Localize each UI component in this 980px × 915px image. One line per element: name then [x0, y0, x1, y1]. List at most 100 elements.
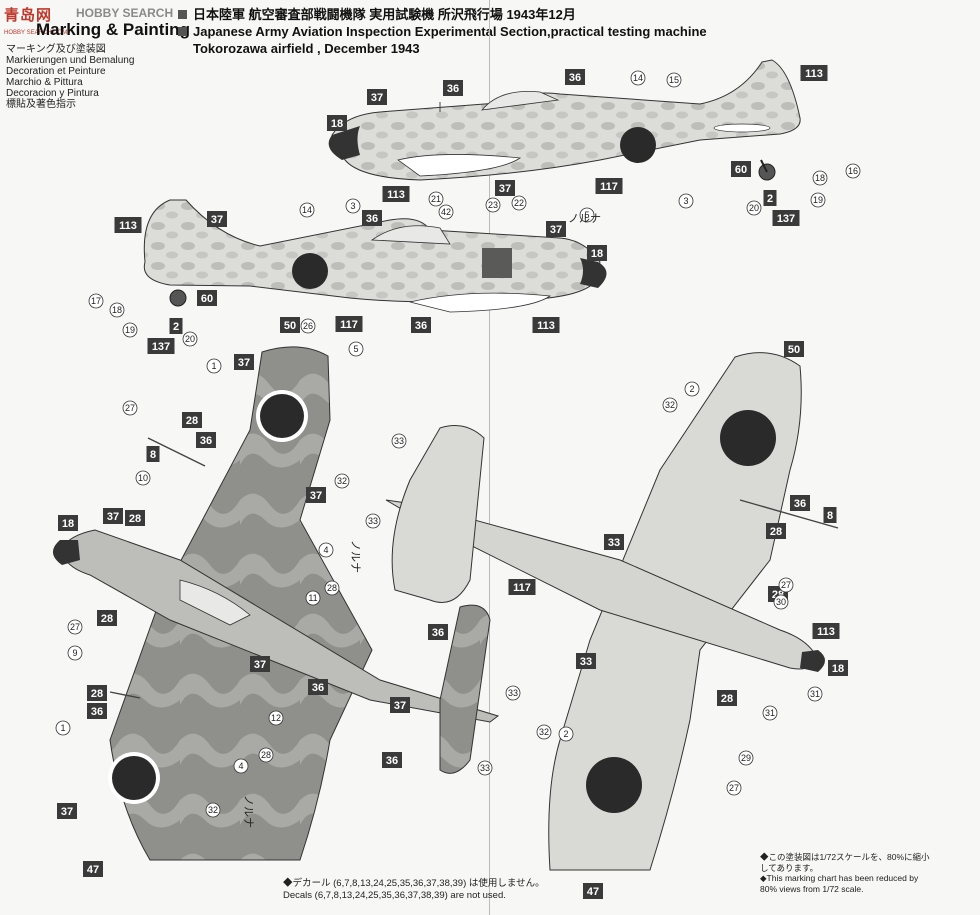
- callout-number: 21: [431, 194, 441, 204]
- paint-ref-box: [87, 685, 107, 701]
- paint-ref-label: 113: [817, 626, 835, 638]
- decal-note-jp: ◆デカール (6,7,8,13,24,25,35,36,37,38,39) は使…: [283, 878, 545, 889]
- callout-circle: [135, 470, 151, 486]
- language-list: マーキング及び塗装図 Markierungen und Bemalung Dec…: [6, 44, 134, 110]
- bullet-square-icon: [178, 27, 187, 36]
- callout-number: 9: [72, 648, 77, 658]
- paint-ref-box: [306, 487, 326, 503]
- paint-ref-box: [182, 412, 202, 428]
- callout-circle: [558, 726, 574, 742]
- scale-note-line: 80% views from 1/72 scale.: [760, 883, 864, 894]
- callout-circle: [762, 705, 778, 721]
- paint-ref-box: [83, 861, 103, 877]
- callout-number: 27: [729, 783, 739, 793]
- paint-ref-box: [800, 65, 828, 81]
- callout-circle: [778, 577, 794, 593]
- callout-circle: [746, 200, 762, 216]
- callout-circle: [365, 513, 381, 529]
- paint-ref-label: 36: [447, 83, 459, 95]
- paint-ref-label: 18: [591, 248, 603, 260]
- scale-note-line: ◆この塗装図は1/72スケールを、80%に縮小: [760, 852, 930, 862]
- callout-number: 27: [125, 403, 135, 413]
- paint-ref-box: [595, 178, 623, 194]
- paint-ref-label: 37: [394, 700, 406, 712]
- callout-circle: [233, 758, 249, 774]
- paint-ref-box: [587, 245, 607, 261]
- callout-number: 14: [633, 73, 643, 83]
- paint-ref-box: [731, 161, 751, 177]
- paint-ref-box: [576, 653, 596, 669]
- paint-ref-label: 117: [513, 582, 531, 594]
- paint-ref-box: [604, 534, 624, 550]
- paint-ref-label: 28: [129, 513, 141, 525]
- header-block: 日本陸軍 航空審査部戦闘機隊 実用試験機 所沢飛行場 1943年12月 Japa…: [178, 6, 707, 57]
- callout-circle: [122, 400, 138, 416]
- header-jp: 日本陸軍 航空審査部戦闘機隊 実用試験機 所沢飛行場 1943年12月: [193, 7, 576, 22]
- lang-it: Marchio & Pittura: [6, 77, 83, 88]
- callout-number: 32: [539, 727, 549, 737]
- paint-ref-label: 50: [788, 344, 800, 356]
- callout-number: 26: [303, 321, 313, 331]
- paint-ref-box: [367, 89, 387, 105]
- paint-ref-label: 2: [767, 193, 773, 205]
- paint-ref-label: 50: [284, 320, 296, 332]
- callout-circle: [630, 70, 646, 86]
- callout-circle: [334, 473, 350, 489]
- callout-number: 3: [683, 196, 688, 206]
- watermark-cn: 青岛网: [4, 7, 53, 24]
- callout-circle: [807, 686, 823, 702]
- callout-circle: [122, 322, 138, 338]
- callout-circle: [391, 433, 407, 449]
- paint-ref-label: 28: [770, 526, 782, 538]
- callout-number: 2: [689, 384, 694, 394]
- callout-number: 27: [70, 622, 80, 632]
- callout-circle: [505, 685, 521, 701]
- paint-ref-label: 37: [371, 92, 383, 104]
- paint-ref-box: [784, 341, 804, 357]
- callout-circle: [738, 750, 754, 766]
- paint-ref-label: 113: [119, 220, 137, 232]
- paint-ref-label: 37: [310, 490, 322, 502]
- paint-ref-label: 137: [777, 213, 795, 225]
- paint-ref-box: [196, 432, 216, 448]
- callout-number: 42: [441, 207, 451, 217]
- callout-circle: [428, 191, 444, 207]
- paint-ref-label: 37: [238, 357, 250, 369]
- paint-ref-label: 18: [832, 663, 844, 675]
- callout-number: 27: [781, 580, 791, 590]
- paint-ref-box: [97, 610, 117, 626]
- hinomaru-icon: [260, 394, 304, 438]
- callout-circle: [810, 192, 826, 208]
- paint-ref-label: 113: [387, 189, 405, 201]
- paint-ref-label: 28: [91, 688, 103, 700]
- callout-number: 4: [238, 761, 243, 771]
- paint-ref-box: [335, 316, 363, 332]
- paint-ref-label: 33: [608, 537, 620, 549]
- paint-ref-box: [125, 510, 145, 526]
- scale-note: ◆この塗装図は1/72スケールを、80%に縮小 してあります。 ◆This ma…: [760, 852, 930, 894]
- callout-number: 30: [776, 597, 786, 607]
- callout-circle: [109, 302, 125, 318]
- paint-ref-box: [532, 317, 560, 333]
- paint-ref-box: [58, 515, 78, 531]
- paint-ref-label: 113: [805, 68, 823, 80]
- paint-ref-box: [197, 290, 217, 306]
- katakana-side-b: ノルナ: [349, 540, 362, 573]
- paint-ref-box: [772, 210, 800, 226]
- side-view-bottom: [143, 199, 607, 313]
- callout-number: 19: [813, 195, 823, 205]
- paint-ref-box: [250, 656, 270, 672]
- callout-circle: [726, 780, 742, 796]
- paint-ref-label: 28: [186, 415, 198, 427]
- paint-ref-label: 33: [580, 656, 592, 668]
- callout-number: 14: [302, 205, 312, 215]
- callout-circle: [258, 747, 274, 763]
- top-view-upper: [52, 346, 500, 861]
- katakana-side-a: ノルナ: [568, 212, 601, 225]
- callout-circle: [318, 542, 334, 558]
- paint-ref-label: 37: [211, 214, 223, 226]
- callout-number: 16: [848, 166, 858, 176]
- callout-number: 5: [584, 210, 589, 220]
- callout-number: 33: [394, 436, 404, 446]
